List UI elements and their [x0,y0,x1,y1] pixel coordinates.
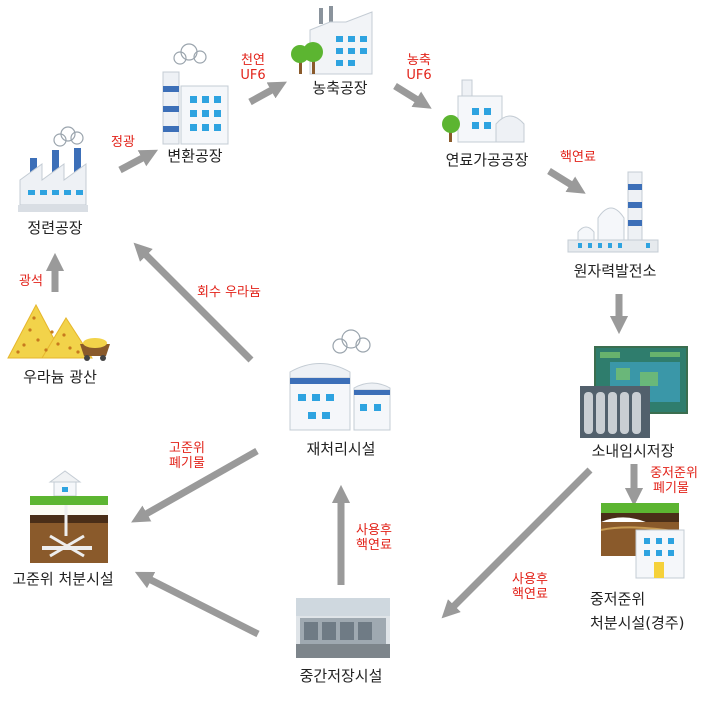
low-level-disposal-icon [600,503,685,579]
enrichment-plant-icon [291,6,373,75]
nuclear-power-plant-icon [567,171,659,253]
node-label-fabrication: 연료가공공장 [446,151,529,169]
arrow-interim-to-high-level-disposal [134,571,260,638]
edge-label-enriched-uf6-line1: 농축 [407,53,431,68]
arrow-fabrication-to-npp [547,168,586,194]
conversion-plant-icon [162,43,229,145]
edge-label-natural-uf6-line2: UF6 [240,68,265,83]
refinery-icon [18,126,88,212]
node-label-reprocessing: 재처리시설 [306,440,375,458]
edge-label-spent-fuel-to-reprocessing-line2: 핵연료 [356,538,392,553]
node-label-low-level-disposal-line1: 중저준위 [590,590,645,608]
node-label-interim-storage: 중간저장시설 [300,667,383,685]
edge-label-ore: 광석 [19,274,43,289]
edge-label-spent-fuel-to-interim-line2: 핵연료 [512,587,548,602]
node-label-refinery: 정련공장 [27,219,82,237]
edge-label-recovered-uranium: 회수 우라늄 [197,285,261,300]
uranium-mine-icon [7,303,110,361]
node-label-mine: 우라늄 광산 [23,368,97,386]
arrow-onsite-to-interim-storage [441,467,593,619]
edge-label-high-level-waste-line1: 고준위 [169,441,205,456]
edge-label-spent-fuel-to-interim-line1: 사용후 [512,572,548,587]
node-label-low-level-disposal-line2: 처분시설(경주) [590,614,685,632]
node-label-onsite-storage: 소내임시저장 [592,442,675,460]
fuel-fabrication-plant-icon [442,79,525,143]
edge-label-refining: 정광 [111,135,135,150]
high-level-disposal-icon [30,470,108,563]
edge-label-low-level-waste-line1: 중저준위 [650,466,698,481]
edge-label-high-level-waste-line2: 폐기물 [169,456,205,471]
arrow-reprocessing-to-refinery [133,242,254,363]
edge-label-fuel: 핵연료 [560,150,596,165]
edge-label-enriched-uf6-line2: UF6 [406,68,431,83]
node-label-enrichment: 농축공장 [312,79,367,97]
edge-label-low-level-waste-line2: 폐기물 [653,481,689,496]
arrow-refinery-to-conversion [118,149,159,174]
arrow-reprocessing-to-high-level-disposal [131,447,259,523]
reprocessing-facility-icon [289,329,391,431]
node-label-conversion: 변환공장 [167,147,222,165]
node-label-npp: 원자력발전소 [574,262,657,280]
interim-storage-photo [296,598,390,658]
arrow-conversion-to-enrichment [248,81,287,106]
edge-label-natural-uf6-line1: 천연 [241,53,265,68]
onsite-storage-photo [580,346,688,438]
edge-label-spent-fuel-to-reprocessing-line1: 사용후 [356,523,392,538]
node-label-high-level-disposal: 고준위 처분시설 [12,570,113,588]
arrow-enrichment-to-fabrication [393,83,432,109]
